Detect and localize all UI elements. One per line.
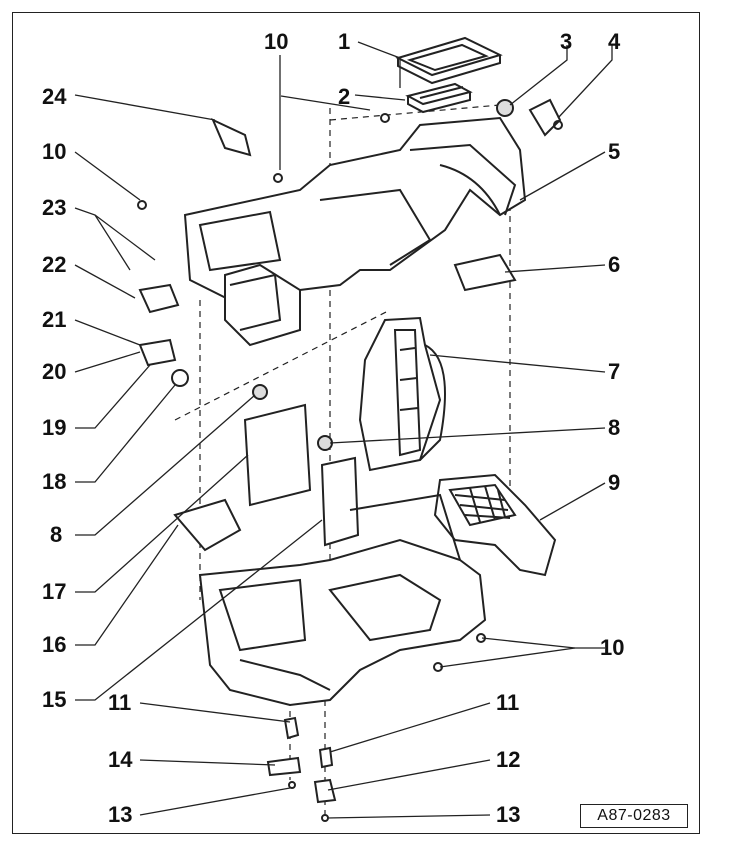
callout-18: 18 bbox=[42, 469, 67, 494]
part-7-heater-core bbox=[358, 316, 446, 472]
callout-22: 22 bbox=[42, 252, 67, 277]
upper-housing bbox=[183, 116, 527, 347]
callout-11-right: 11 bbox=[496, 690, 520, 715]
part-6-flap bbox=[453, 253, 517, 292]
callout-10-left: 10 bbox=[42, 139, 67, 164]
callout-8-right: 8 bbox=[608, 415, 621, 440]
callout-19: 19 bbox=[42, 415, 67, 440]
part-3-grommet bbox=[496, 99, 514, 117]
callout-10-top: 10 bbox=[264, 29, 289, 54]
callout-7: 7 bbox=[608, 359, 621, 384]
leader-lines bbox=[74, 41, 613, 819]
part-22-clip bbox=[138, 283, 180, 314]
callout-16: 16 bbox=[42, 632, 67, 657]
callout-15: 15 bbox=[42, 687, 67, 712]
part-2-filter-element bbox=[405, 82, 473, 114]
callout-9: 9 bbox=[608, 470, 621, 495]
callout-14: 14 bbox=[108, 747, 133, 772]
part-11-left bbox=[283, 716, 300, 740]
callout-5: 5 bbox=[608, 139, 621, 164]
part-8-grommet-right bbox=[317, 435, 333, 451]
callout-21: 21 bbox=[42, 307, 67, 332]
screws bbox=[137, 113, 486, 672]
callout-2: 2 bbox=[338, 84, 351, 109]
part-8-grommet-left bbox=[252, 384, 268, 400]
part-20-clip bbox=[138, 338, 177, 367]
callout-13-right: 13 bbox=[496, 802, 521, 827]
part-1-filter-frame bbox=[395, 36, 503, 85]
callout-12: 12 bbox=[496, 747, 521, 772]
diagram-frame bbox=[12, 12, 700, 834]
callout-10-right: 10 bbox=[600, 635, 625, 660]
part-14-bracket bbox=[266, 756, 302, 777]
lower-housing bbox=[198, 493, 487, 707]
callout-4: 4 bbox=[608, 29, 621, 54]
callout-1: 1 bbox=[338, 29, 351, 54]
part-13-screw-left bbox=[288, 781, 296, 789]
callout-3: 3 bbox=[560, 29, 573, 54]
callout-20: 20 bbox=[42, 359, 67, 384]
part-18-grommet bbox=[171, 369, 189, 387]
part-24-bracket bbox=[211, 117, 252, 157]
callout-11-left: 11 bbox=[108, 690, 132, 715]
part-11-right bbox=[318, 746, 334, 769]
callout-6: 6 bbox=[608, 252, 621, 277]
callout-23: 23 bbox=[42, 195, 67, 220]
callout-17: 17 bbox=[42, 579, 67, 604]
callout-24: 24 bbox=[42, 84, 67, 109]
figure-reference-code: A87-0283 bbox=[580, 804, 688, 828]
part-4-sensor bbox=[528, 98, 563, 137]
part-16-flap bbox=[173, 498, 242, 552]
part-9-evaporator bbox=[433, 473, 557, 577]
part-12-bracket bbox=[313, 778, 337, 804]
callout-8-left: 8 bbox=[50, 522, 63, 547]
part-17-panel bbox=[243, 403, 312, 507]
callout-13-left: 13 bbox=[108, 802, 133, 827]
part-15-insert bbox=[320, 456, 360, 547]
